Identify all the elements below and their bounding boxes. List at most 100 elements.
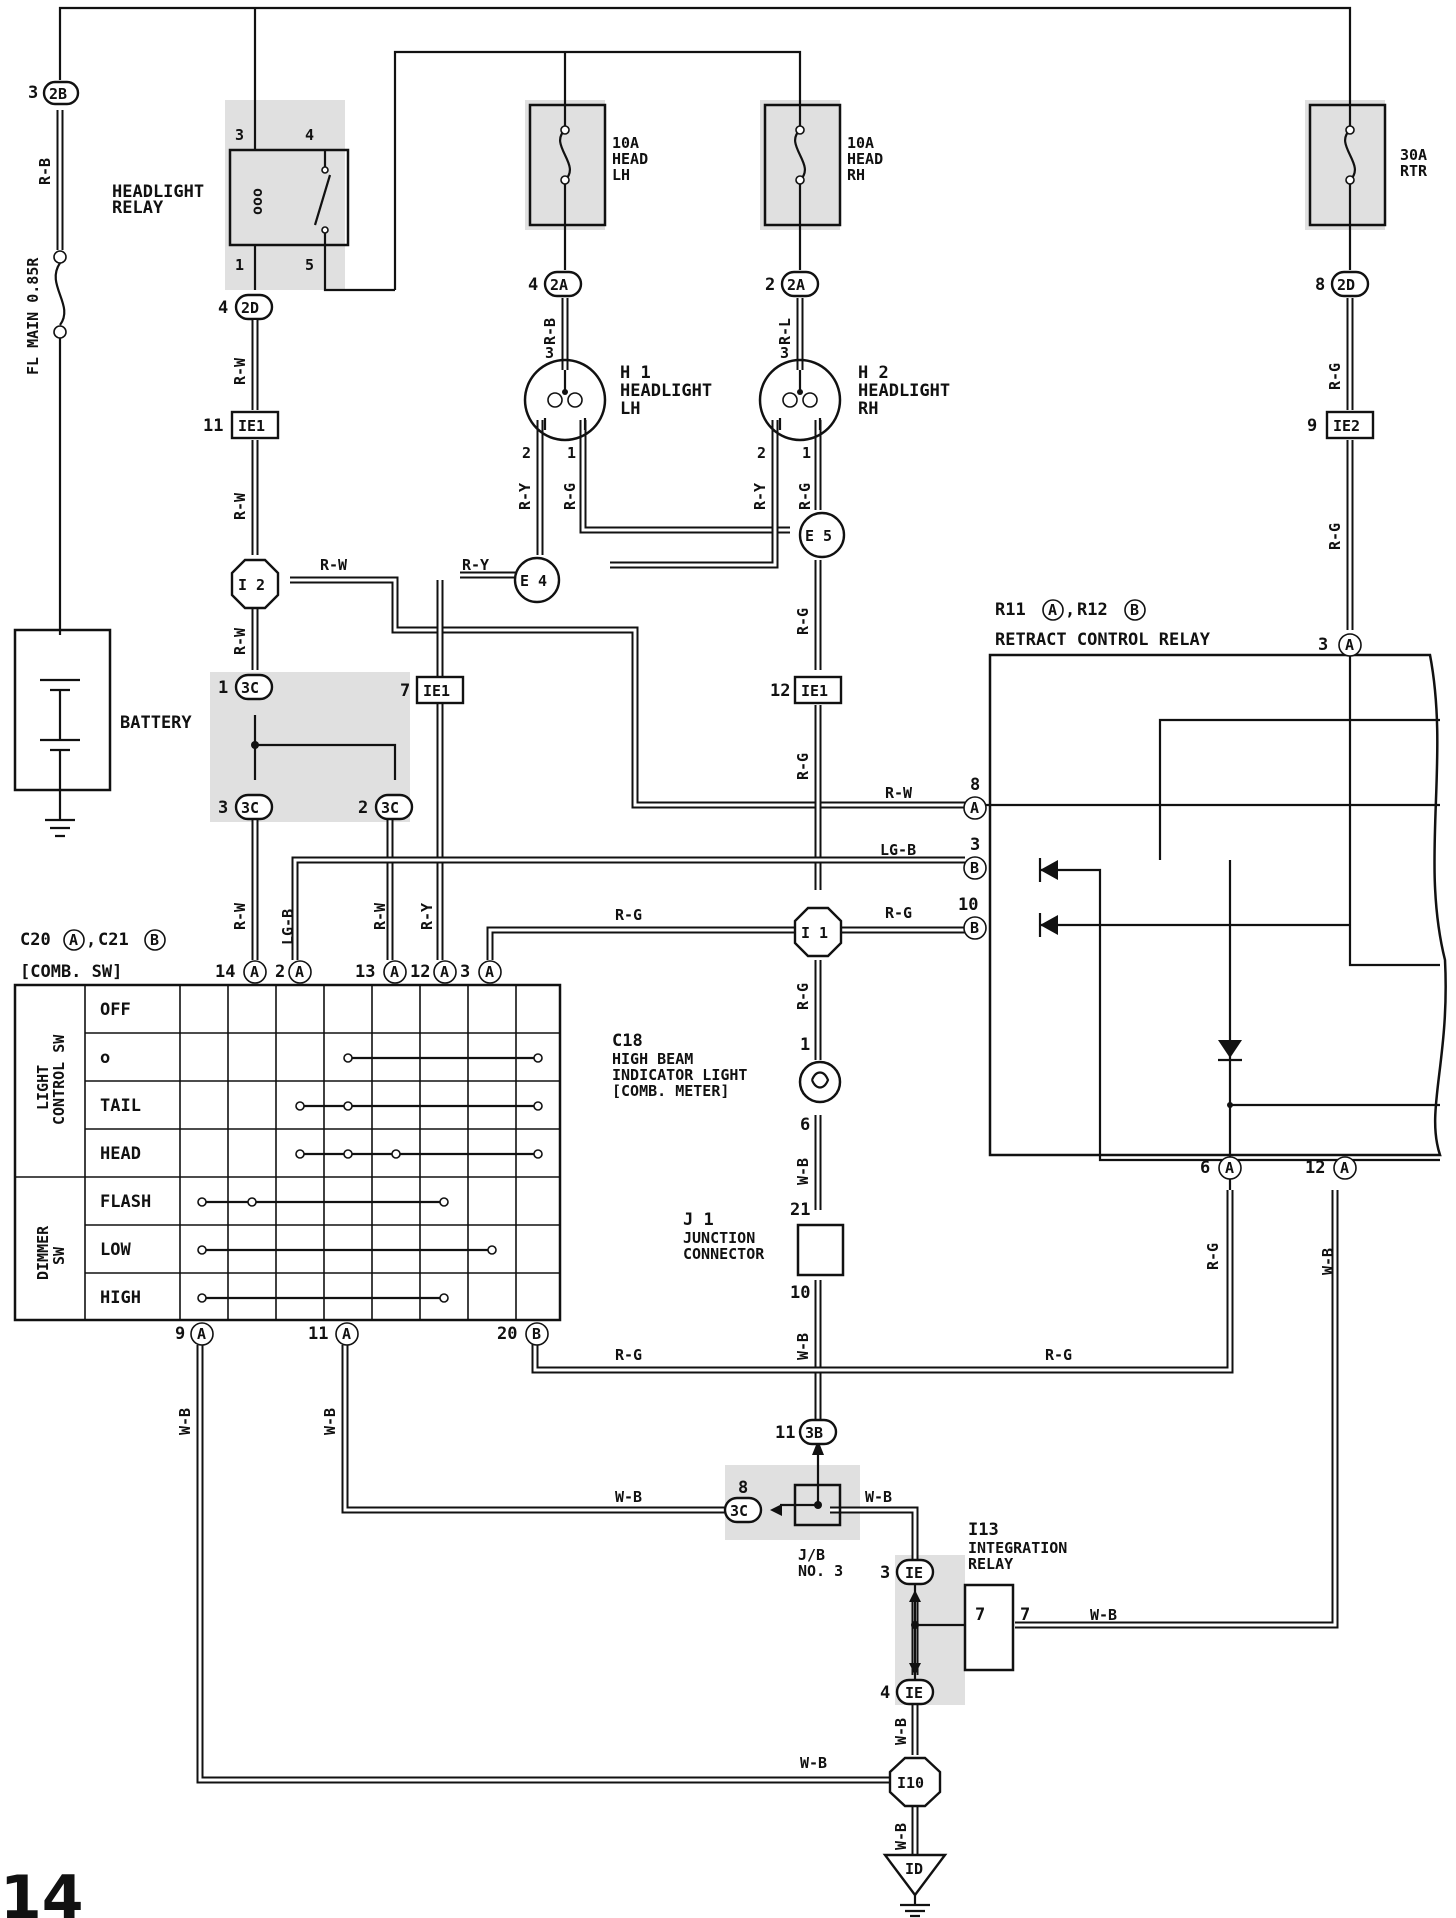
junction-i1: I 1 xyxy=(793,906,843,958)
h2-id: H 2 xyxy=(858,363,889,383)
headlight-rh xyxy=(758,358,842,442)
svg-text:9: 9 xyxy=(175,1324,185,1344)
jb3-top-connector: 3B xyxy=(798,1418,838,1446)
svg-text:A: A xyxy=(1225,1159,1234,1177)
top-bus-wire xyxy=(58,6,1352,100)
svg-text:ID: ID xyxy=(905,1860,923,1878)
comb-pin-12a: A12 xyxy=(410,960,457,984)
jb3-label-1: J/B xyxy=(798,1546,825,1564)
jb3-wire-right: W-B xyxy=(865,1488,892,1506)
fuse-rh-rating: 10A xyxy=(847,134,874,152)
i13-wire: W-B xyxy=(1090,1606,1117,1624)
fuse-rtr-rating: 30A xyxy=(1400,146,1427,164)
svg-text:B: B xyxy=(970,919,979,937)
comb-row-flash: FLASH xyxy=(100,1192,151,1212)
i13-ref: I13 xyxy=(968,1520,999,1540)
svg-text:3: 3 xyxy=(970,835,980,855)
conn-3c-b-pin: 3 xyxy=(218,798,228,818)
svg-text:,: , xyxy=(1065,600,1075,620)
fl-main-wire: R-B xyxy=(36,158,54,185)
relay-out-pin: 4 xyxy=(218,298,228,318)
svg-text:2B: 2B xyxy=(49,85,67,103)
fuse-rh-name-1: HEAD xyxy=(847,150,883,168)
comb-top-wire-rw: R-W xyxy=(231,902,249,930)
c18-label-2: INDICATOR LIGHT xyxy=(612,1066,747,1084)
e5-wire-rg: R-G xyxy=(794,608,812,635)
svg-text:3: 3 xyxy=(460,962,470,982)
headlight-relay xyxy=(228,100,395,292)
comb-top-wire-lgb: LG-B xyxy=(279,909,297,945)
j1-pin-10: 10 xyxy=(790,1283,810,1303)
svg-text:3C: 3C xyxy=(241,679,259,697)
comb-pin-20b: B 20 xyxy=(497,1322,549,1346)
comb-sw-contacts xyxy=(197,1053,543,1303)
ie-arrow-down xyxy=(909,1663,921,1675)
svg-text:3C: 3C xyxy=(241,799,259,817)
conn-3c-a: 3C xyxy=(234,673,274,701)
svg-text:A: A xyxy=(1345,636,1354,654)
j1-pin-21: 21 xyxy=(790,1200,810,1220)
ie-arrow-up xyxy=(909,1590,921,1602)
relay-out-connector: 2D xyxy=(234,293,274,321)
bottom-wire-wb-left2: W-B xyxy=(321,1408,339,1435)
fuse-bus-wire xyxy=(393,50,802,290)
svg-text:20: 20 xyxy=(497,1324,517,1344)
comb-group1-1: LIGHT xyxy=(34,1065,52,1110)
svg-text:B: B xyxy=(970,859,979,877)
integration-relay xyxy=(963,1583,1015,1672)
relay-pin-3: 3 xyxy=(235,126,244,144)
fl-main-label: FL MAIN 0.85R xyxy=(24,257,42,375)
jb3c-node xyxy=(251,741,259,749)
comb-row-low: LOW xyxy=(100,1240,131,1260)
j1-wire: W-B xyxy=(794,1333,812,1360)
c18-pin-1: 1 xyxy=(800,1035,810,1055)
ie1-right-pin: 12 xyxy=(770,681,790,701)
jb3-block xyxy=(770,1440,842,1527)
comb-pin-11a: A11 xyxy=(308,1322,359,1346)
i2-wire-rw: R-W xyxy=(320,556,348,574)
h1-pin-2: 2 xyxy=(522,444,531,462)
fuse-rtr-wire: R-G xyxy=(1326,363,1344,390)
comb-group2-1: DIMMER xyxy=(34,1225,52,1280)
relay-label-2: RELAY xyxy=(112,198,164,218)
svg-text:B: B xyxy=(532,1325,541,1343)
comb-row-o: o xyxy=(100,1048,110,1068)
retract-relay-label: RETRACT CONTROL RELAY xyxy=(995,630,1211,650)
fuse-lh-name-1: HEAD xyxy=(612,150,648,168)
conn-3c-c: 3C xyxy=(374,793,414,821)
h2-wire-ry: R-Y xyxy=(751,483,769,510)
svg-text:IE: IE xyxy=(905,1564,923,1582)
svg-text:A: A xyxy=(197,1325,206,1343)
i13-label-1: INTEGRATION xyxy=(968,1539,1067,1557)
fuse-rh-wire: R-L xyxy=(776,318,794,345)
fuse-lh-pin: 4 xyxy=(528,275,538,295)
bottom-wire-rg2: R-G xyxy=(1045,1346,1072,1364)
svg-text:B: B xyxy=(1130,601,1139,619)
ie1-mid-pin: 7 xyxy=(400,681,410,701)
svg-text:2D: 2D xyxy=(241,299,259,317)
ie-bottom-pin: 4 xyxy=(880,1683,890,1703)
comb-sw-pins-top: A14 A2 A13 A12 A3 xyxy=(215,960,502,984)
svg-text:B: B xyxy=(150,931,159,949)
svg-text:A: A xyxy=(295,963,304,981)
comb-row-tail: TAIL xyxy=(100,1096,141,1116)
relay-pin-1: 1 xyxy=(235,256,244,274)
svg-text:A: A xyxy=(69,931,78,949)
svg-text:A: A xyxy=(342,1325,351,1343)
junction-i2: I 2 xyxy=(230,558,280,610)
h2-label-1: HEADLIGHT xyxy=(858,381,950,401)
fuse-rtr xyxy=(1308,100,1387,270)
rr-8a-wire: R-W xyxy=(885,784,913,802)
svg-text:IE1: IE1 xyxy=(423,682,450,700)
e4-wire-ry: R-Y xyxy=(462,556,489,574)
svg-text:A: A xyxy=(440,963,449,981)
comb-pin-14a: A14 xyxy=(215,960,267,984)
ie-top-connector: IE xyxy=(895,1558,935,1586)
rr-pin-12a: A 12 xyxy=(1305,1156,1357,1180)
comb-pin-2a: A2 xyxy=(275,960,312,984)
page-number-fragment: 14 xyxy=(0,1863,84,1918)
svg-text:I 2: I 2 xyxy=(238,576,265,594)
fuse-rh-name-2: RH xyxy=(847,166,865,184)
h1-label-1: HEADLIGHT xyxy=(620,381,712,401)
c18-label-1: HIGH BEAM xyxy=(612,1050,693,1068)
